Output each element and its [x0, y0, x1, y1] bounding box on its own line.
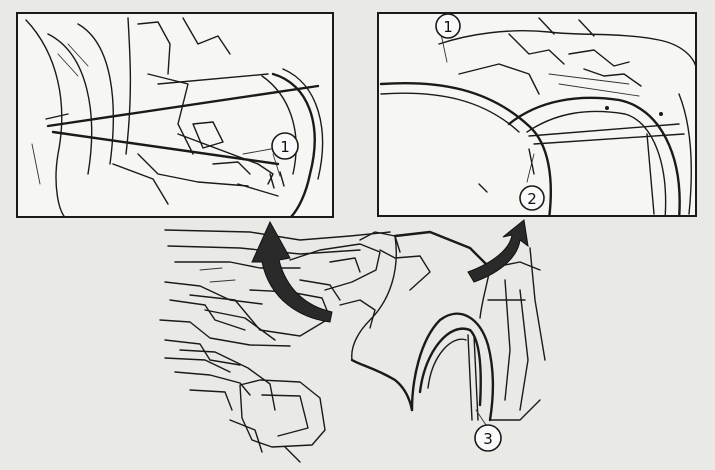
left-curved-arrow: [251, 220, 333, 323]
detail-left-drawing: 1: [25, 17, 324, 216]
callout-1-left-circle: [271, 132, 299, 160]
callout-2-circle: [519, 185, 545, 211]
callout-1-right-label: 1: [443, 18, 453, 36]
detail-right-drawing: 1 2: [379, 14, 695, 215]
right-curved-arrow: [467, 219, 529, 283]
callout-1-left-label: 1: [280, 138, 290, 156]
detail-panel-left: 1: [16, 12, 334, 218]
detail-panel-right: 1 2: [377, 12, 697, 217]
callout-2-label: 2: [527, 190, 537, 208]
callout-1-right-circle: [435, 14, 461, 39]
